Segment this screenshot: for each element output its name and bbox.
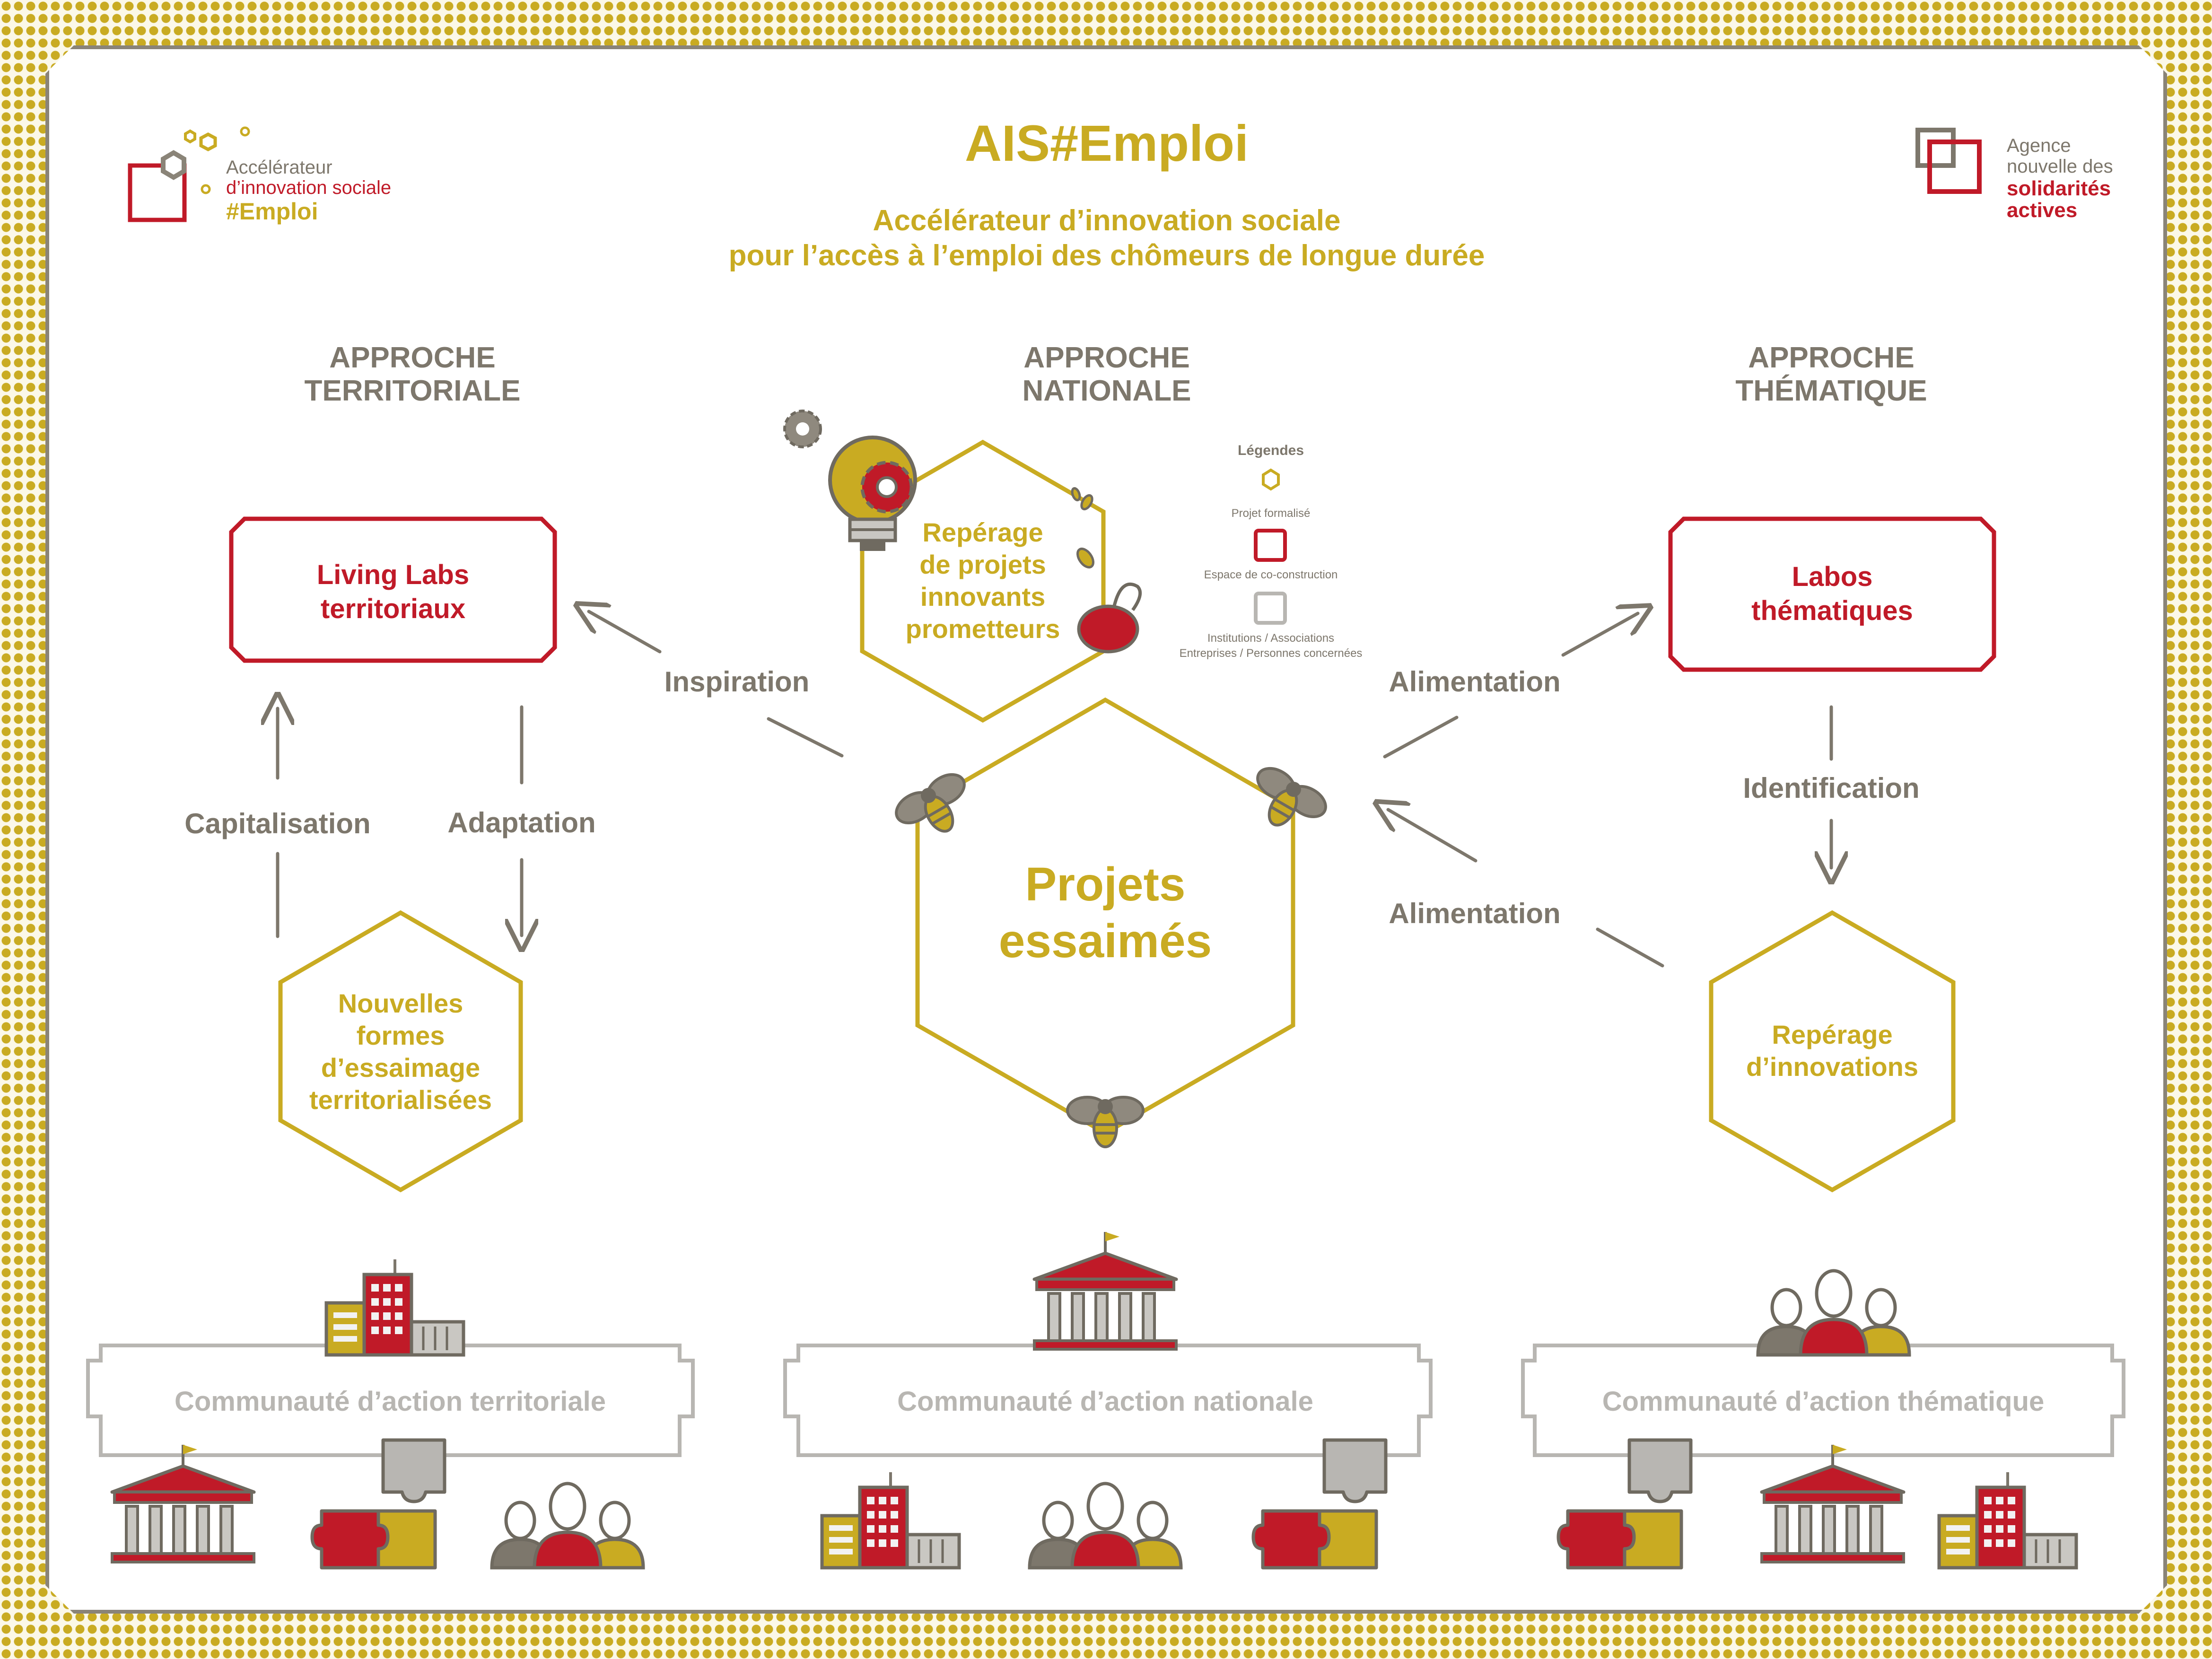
projets-essaimes-line2: essaimés [998, 915, 1212, 968]
subtitle-line1: Accélérateur d’innovation sociale [873, 204, 1341, 237]
living-labs-box[interactable] [229, 516, 557, 663]
living-labs-line2: territoriaux [320, 594, 466, 624]
alimentation-bottom-connector [1596, 927, 1664, 968]
page-subtitle: Accélérateur d’innovation sociale pour l… [634, 203, 1580, 273]
legend-title: Légendes [1237, 443, 1304, 458]
institution-icon [112, 1445, 254, 1562]
subtitle-line2: pour l’accès à l’emploi des chômeurs de … [728, 239, 1485, 272]
labos-label: Labos thématiques [1690, 560, 1974, 628]
logo-right-line2: nouvelle des [2007, 156, 2113, 177]
alimentation-bottom-label: Alimentation [1389, 898, 1561, 929]
puzzle-icon [1253, 1440, 1386, 1568]
reperage-projets-line3: innovants [920, 582, 1046, 611]
legend-item-acteurs-line2: Entreprises / Personnes concernées [1179, 647, 1363, 660]
community-thematic-frame[interactable] [1521, 1344, 2125, 1457]
capitalisation-label: Capitalisation [184, 808, 371, 839]
approach-territorial-line1: APPROCHE [329, 341, 496, 374]
logo-left-line1: Accélérateur [226, 157, 332, 178]
puzzle-icon [312, 1440, 445, 1568]
building-icon [822, 1472, 959, 1568]
approach-national-heading: APPROCHE NATIONALE [941, 341, 1272, 408]
legend-shapes [1254, 468, 1287, 625]
adaptation-label: Adaptation [447, 807, 596, 838]
reperage-projets-line1: Repérage [922, 517, 1043, 547]
legend-item-acteurs-line1: Institutions / Associations [1207, 632, 1335, 645]
legend-item-espace: Espace de co-construction [1204, 568, 1338, 581]
alimentation-top-label: Alimentation [1389, 666, 1561, 698]
people-icon [1030, 1484, 1181, 1568]
alimentation-bottom-arrow [1388, 810, 1478, 863]
approach-territorial-line2: TERRITORIALE [304, 375, 521, 407]
projets-essaimes-line1: Projets [1025, 858, 1186, 911]
nouvelles-formes-line3: d’essaimage [321, 1053, 481, 1083]
reperage-projets-label: Repérage de projets innovants prometteur… [865, 516, 1101, 645]
legend-item-acteurs: Institutions / Associations Entreprises … [1153, 631, 1389, 661]
nouvelles-formes-line4: territorialisées [309, 1085, 492, 1115]
approach-territorial-heading: APPROCHE TERRITORIALE [247, 341, 578, 408]
reperage-innovations-hexagon[interactable] [1709, 910, 1956, 1193]
labos-thematiques-box[interactable] [1668, 516, 1996, 672]
nouvelles-formes-hexagon[interactable] [278, 910, 523, 1193]
nouvelles-formes-line1: Nouvelles [338, 988, 463, 1018]
alimentation-top-connector [1383, 716, 1459, 759]
approach-thematic-line1: APPROCHE [1748, 341, 1915, 374]
inspiration-arrow [589, 611, 662, 654]
community-national-label: Communauté d’action nationale [897, 1386, 1313, 1417]
community-territorial-frame[interactable] [86, 1344, 695, 1457]
reperage-innovations-line1: Repérage [1772, 1020, 1893, 1049]
people-icon [1758, 1271, 1909, 1355]
reperage-projets-line4: prometteurs [905, 614, 1060, 644]
approach-national-line1: APPROCHE [1023, 341, 1190, 374]
approach-thematic-line2: THÉMATIQUE [1735, 375, 1927, 407]
living-labs-line1: Living Labs [316, 559, 470, 590]
logo-right-line3: solidarités [2007, 177, 2111, 200]
institution-icon [1034, 1232, 1176, 1349]
ansa-logo-graphic [1915, 128, 1982, 194]
inspiration-label: Inspiration [664, 666, 810, 698]
reperage-innovations-line2: d’innovations [1746, 1052, 1918, 1082]
gear-icon [860, 461, 913, 514]
building-icon [326, 1259, 463, 1355]
community-national-frame[interactable] [783, 1344, 1433, 1457]
nouvelles-formes-line2: formes [356, 1021, 445, 1050]
people-icon [492, 1484, 643, 1568]
approach-thematic-heading: APPROCHE THÉMATIQUE [1666, 341, 1997, 408]
logo-right-line4: actives [2007, 199, 2078, 222]
legend-item-projet: Projet formalisé [1231, 507, 1311, 520]
seed-icon [1071, 487, 1142, 654]
alimentation-top-arrow [1561, 613, 1638, 657]
logo-left-line2: d’innovation sociale [226, 177, 392, 198]
community-territorial-label: Communauté d’action territoriale [174, 1386, 606, 1417]
institution-icon [1762, 1445, 1904, 1562]
page-title: AIS#Emploi [964, 114, 1249, 172]
identification-label: Identification [1743, 772, 1920, 804]
community-thematic-label: Communauté d’action thématique [1602, 1386, 2045, 1417]
approach-national-line2: NATIONALE [1022, 375, 1191, 407]
puzzle-icon [1558, 1440, 1691, 1568]
nouvelles-formes-label: Nouvelles formes d’essaimage territorial… [282, 987, 519, 1116]
logo-left-line3: #Emploi [226, 198, 318, 225]
logo-right-line1: Agence [2007, 135, 2071, 156]
bee-icon [1067, 1097, 1143, 1147]
small-gear-icon [783, 410, 822, 448]
ais-emploi-logo-graphic [128, 126, 250, 222]
inspiration-connector [767, 717, 844, 758]
reperage-innovations-label: Repérage d’innovations [1714, 1019, 1950, 1083]
building-icon [1939, 1472, 2076, 1568]
labos-line1: Labos [1792, 561, 1873, 592]
living-labs-label: Living Labs territoriaux [251, 558, 535, 626]
reperage-projets-line2: de projets [919, 550, 1046, 579]
projets-essaimes-label: Projets essaimés [963, 856, 1247, 969]
labos-line2: thématiques [1751, 595, 1913, 626]
